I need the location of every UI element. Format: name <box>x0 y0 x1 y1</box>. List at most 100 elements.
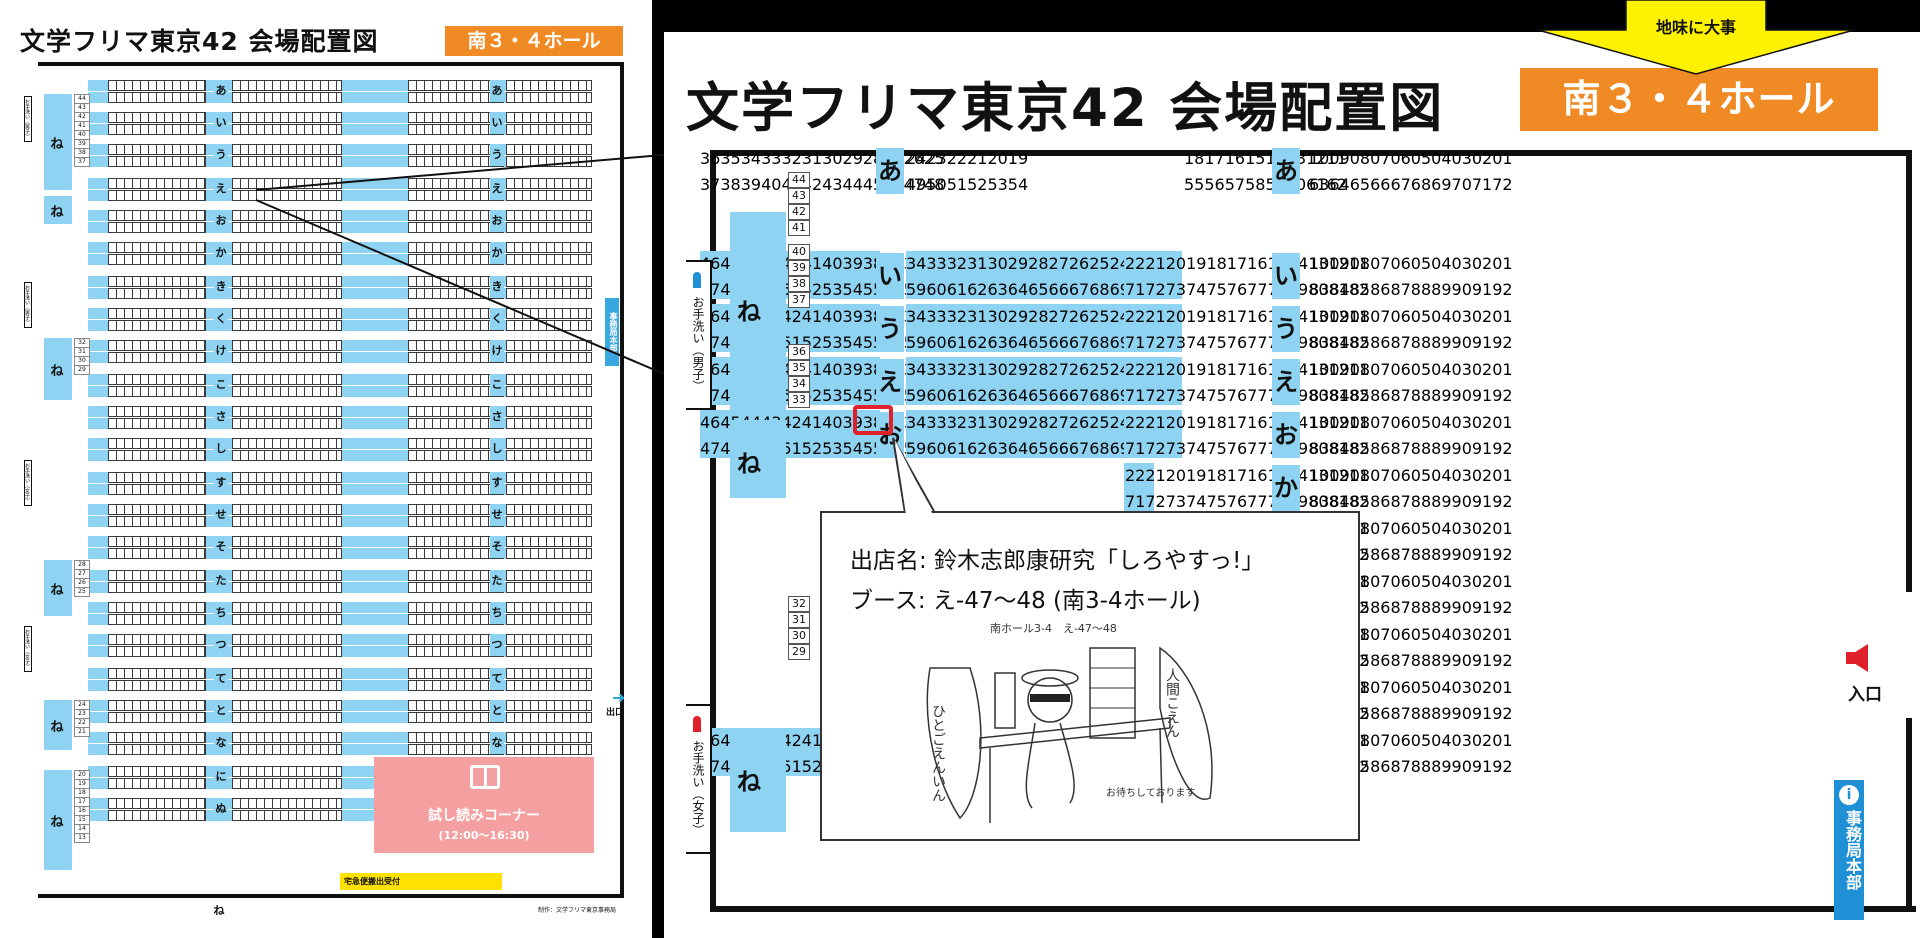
booth-seat[interactable]: 87 <box>1390 757 1411 776</box>
booth-seat[interactable]: 61 <box>946 386 968 405</box>
booth-seat[interactable]: 21 <box>967 149 988 168</box>
booth-seat[interactable]: 65 <box>1028 439 1049 458</box>
booth-seat[interactable]: 87 <box>1390 492 1411 511</box>
booth-seat[interactable]: 29 <box>1007 360 1029 379</box>
booth-seat[interactable]: 80 <box>1308 333 1329 352</box>
booth-seat[interactable]: 68 <box>1089 439 1110 458</box>
booth-seat[interactable]: 38 <box>720 175 741 194</box>
booth-seat[interactable]: 88 <box>1410 492 1432 511</box>
booth-seat[interactable]: 68 <box>1410 175 1432 194</box>
booth-seat[interactable]: 10 <box>1309 254 1330 273</box>
booth-seat[interactable]: 18 <box>1206 413 1227 432</box>
booth-seat[interactable]: 77 <box>1247 386 1268 405</box>
booth-seat[interactable]: 15 <box>1245 149 1266 168</box>
booth-seat[interactable]: 86 <box>1370 704 1391 723</box>
booth-seat[interactable]: 33 <box>926 307 947 326</box>
booth-seat[interactable]: 53 <box>822 280 843 299</box>
booth-seat[interactable]: 87 <box>1390 333 1411 352</box>
booth-seat[interactable]: 73 <box>1165 333 1187 352</box>
booth-seat[interactable]: 21 <box>1145 307 1166 326</box>
booth-seat[interactable]: 52 <box>967 175 988 194</box>
booth-seat[interactable]: 58 <box>1245 175 1266 194</box>
booth-seat[interactable]: 40 <box>761 175 782 194</box>
booth-seat[interactable]: 30 <box>987 307 1008 326</box>
booth-seat[interactable]: 04 <box>1431 625 1452 644</box>
booth-seat[interactable]: 27 <box>1048 360 1069 379</box>
booth-seat[interactable]: 63 <box>987 386 1008 405</box>
booth-seat[interactable]: 74 <box>1186 386 1207 405</box>
booth-seat[interactable]: 80 <box>1308 439 1329 458</box>
booth-seat[interactable]: 32 <box>781 149 802 168</box>
booth-seat[interactable]: 92 <box>1492 333 1513 352</box>
booth-seat[interactable]: 81 <box>1328 280 1349 299</box>
booth-seat[interactable]: 92 <box>1492 598 1513 617</box>
booth-seat[interactable]: 09 <box>1329 149 1350 168</box>
booth-seat[interactable]: 81 <box>1328 492 1349 511</box>
booth-seat[interactable]: 07 <box>1370 149 1391 168</box>
booth-seat[interactable]: 20 <box>1165 413 1187 432</box>
booth-seat[interactable]: 33 <box>926 413 947 432</box>
booth-seat[interactable]: 34 <box>906 254 927 273</box>
booth-seat[interactable]: 87 <box>1390 439 1411 458</box>
booth-seat[interactable]: 92 <box>1492 651 1513 670</box>
booth-seat[interactable]: 91 <box>1471 492 1493 511</box>
booth-seat[interactable]: 54 <box>1007 175 1029 194</box>
booth-seat[interactable]: 40 <box>822 413 843 432</box>
booth-seat[interactable]: 20 <box>1165 360 1187 379</box>
booth-seat[interactable]: 91 <box>1471 280 1493 299</box>
booth-seat[interactable]: 90 <box>1451 439 1472 458</box>
booth-seat[interactable]: 16 <box>1247 307 1268 326</box>
booth-seat[interactable]: 28 <box>1028 254 1049 273</box>
booth-seat[interactable]: 57 <box>1224 175 1246 194</box>
booth-seat[interactable]: 91 <box>1471 757 1493 776</box>
booth-seat[interactable]: 84 <box>1329 386 1350 405</box>
booth-seat[interactable]: 87 <box>1390 386 1411 405</box>
booth-seat[interactable]: 76 <box>1226 280 1248 299</box>
booth-seat[interactable]: 91 <box>1471 386 1493 405</box>
booth-seat[interactable]: 42 <box>781 413 802 432</box>
booth-seat[interactable]: 29 <box>1007 307 1029 326</box>
booth-seat[interactable]: 05 <box>1410 625 1432 644</box>
booth-seat[interactable]: 62 <box>1326 175 1347 194</box>
booth-seat[interactable]: 27 <box>1048 254 1069 273</box>
booth-seat[interactable]: 25 <box>1089 307 1110 326</box>
booth-seat[interactable]: 76 <box>1226 492 1248 511</box>
ne-seat-number[interactable]: 36 <box>788 344 810 360</box>
booth-seat[interactable]: 01 <box>1492 149 1513 168</box>
booth-seat[interactable]: 08 <box>1349 413 1371 432</box>
booth-seat[interactable]: 31 <box>967 413 988 432</box>
booth-seat[interactable]: 29 <box>1007 413 1029 432</box>
booth-seat[interactable]: 81 <box>1328 439 1349 458</box>
booth-seat[interactable]: 85 <box>1349 386 1371 405</box>
booth-seat[interactable]: 73 <box>1165 492 1187 511</box>
booth-seat[interactable]: 06 <box>1390 307 1411 326</box>
booth-seat[interactable]: 22 <box>1125 413 1146 432</box>
booth-seat[interactable]: 63 <box>987 439 1008 458</box>
booth-seat[interactable]: 64 <box>1007 439 1029 458</box>
booth-seat[interactable]: 07 <box>1370 413 1391 432</box>
booth-seat[interactable]: 11 <box>1348 466 1370 485</box>
booth-seat[interactable]: 88 <box>1410 704 1432 723</box>
booth-seat[interactable]: 02 <box>1471 413 1493 432</box>
booth-seat[interactable]: 34 <box>906 307 927 326</box>
booth-seat[interactable]: 28 <box>1028 413 1049 432</box>
ne-seat-number[interactable]: 41 <box>788 220 810 236</box>
booth-seat[interactable]: 06 <box>1390 413 1411 432</box>
booth-seat[interactable]: 03 <box>1451 466 1472 485</box>
booth-seat[interactable]: 92 <box>1492 704 1513 723</box>
booth-seat[interactable]: 63 <box>987 333 1008 352</box>
booth-seat[interactable]: 37 <box>700 175 721 194</box>
booth-seat[interactable]: 07 <box>1370 572 1391 591</box>
booth-seat[interactable]: 11 <box>1348 360 1370 379</box>
booth-seat[interactable]: 92 <box>1492 386 1513 405</box>
ne-seat-number[interactable]: 33 <box>788 392 810 408</box>
booth-seat[interactable]: 09 <box>1329 413 1350 432</box>
booth-seat[interactable]: 06 <box>1390 731 1411 750</box>
booth-seat[interactable]: 75 <box>1206 492 1227 511</box>
booth-seat[interactable]: 59 <box>906 280 927 299</box>
booth-seat[interactable]: 01 <box>1492 307 1513 326</box>
booth-seat[interactable]: 16 <box>1247 466 1268 485</box>
booth-seat[interactable]: 01 <box>1492 519 1513 538</box>
booth-seat[interactable]: 35 <box>720 149 741 168</box>
booth-seat[interactable]: 61 <box>946 439 968 458</box>
